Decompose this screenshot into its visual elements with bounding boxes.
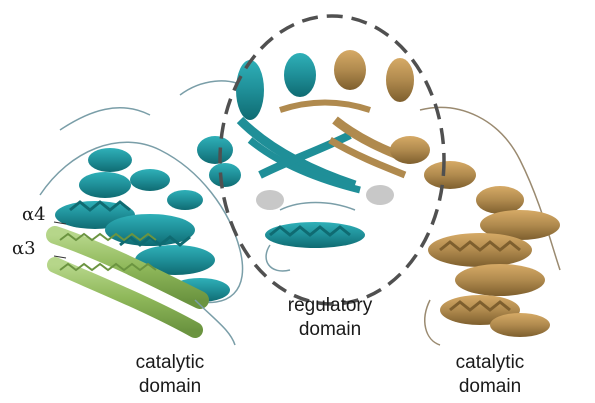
helix-a3-label: α3 [12, 238, 36, 259]
left-catalytic-domain-label-line2: domain [100, 375, 240, 399]
regulatory-domain-label-line1: regulatory [260, 294, 400, 318]
left-catalytic-domain-label: catalytic domain [100, 351, 240, 399]
helix-a4-label: α4 [22, 204, 46, 225]
regulatory-domain [180, 50, 414, 271]
right-catalytic-domain [390, 107, 560, 345]
right-catalytic-domain-label-line2: domain [420, 375, 560, 399]
right-catalytic-domain-label-line1: catalytic [420, 351, 560, 375]
right-catalytic-domain-label: catalytic domain [420, 351, 560, 399]
regulatory-domain-label-line2: domain [260, 318, 400, 342]
left-catalytic-domain-label-line1: catalytic [100, 351, 240, 375]
regulatory-domain-label: regulatory domain [260, 294, 400, 342]
